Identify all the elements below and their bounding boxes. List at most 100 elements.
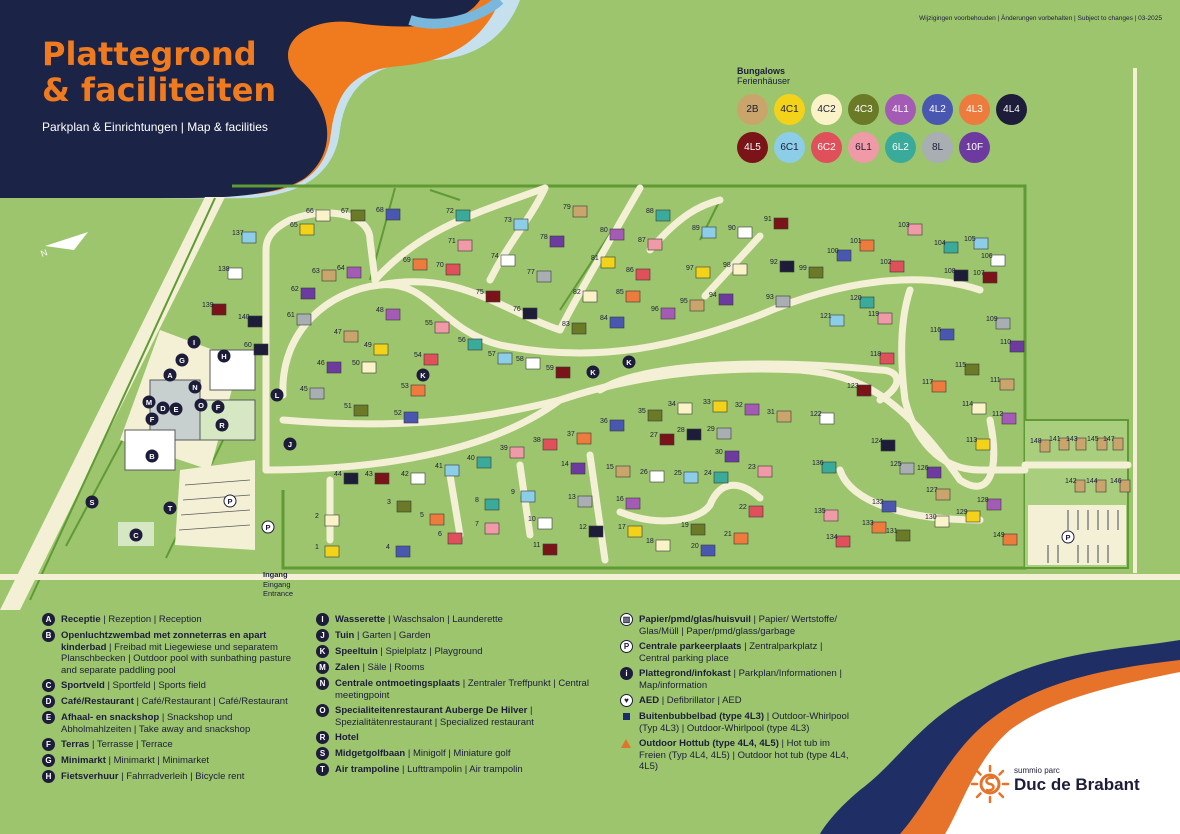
bungalow-house <box>577 495 593 508</box>
bungalow-number: 14 <box>561 461 569 468</box>
bungalow-house <box>309 387 325 400</box>
bungalow-house <box>647 409 663 422</box>
legend-badge-icon: F <box>42 738 55 751</box>
bungalow-number: 25 <box>674 470 682 477</box>
bungalow-number: 68 <box>376 207 384 214</box>
bungalow-house <box>445 263 461 276</box>
bungalow-house <box>773 217 789 230</box>
bungalow-number: 121 <box>820 313 832 320</box>
bungalow-house <box>373 343 389 356</box>
facility-marker <box>175 353 189 367</box>
legend-text-rest: | Hot tub im Freien (Typ 4L4, 4L5) | Out… <box>639 738 849 772</box>
north-arrow-icon: N <box>39 232 88 259</box>
bungalow-number: 6 <box>438 531 442 538</box>
entrance-label: Ingang Eingang Entrance <box>263 570 293 599</box>
legend-badge-icon: K <box>316 645 329 658</box>
legend-text-rest: | Zentralparkplatz | Central parking pla… <box>639 641 823 664</box>
legend-text: Afhaal- en snackshop | Snackshop und Abh… <box>61 712 304 735</box>
facility-marker-letter: M <box>146 398 152 407</box>
legend-text-bold: Outdoor Hottub (type 4L4, 4L5) <box>639 738 779 749</box>
bungalow-house <box>877 312 893 325</box>
bungalow-house <box>1009 340 1025 353</box>
legend-text: Plattegrond/infokast | Parkplan/Informat… <box>639 668 852 691</box>
bungalow-number: 106 <box>981 253 993 260</box>
bungalow-house <box>571 322 587 335</box>
bungalow-number: 59 <box>546 365 554 372</box>
bungalow-house <box>748 505 764 518</box>
bungalow-number: 37 <box>567 431 575 438</box>
bungalow-house <box>625 290 641 303</box>
legend-text-rest: | Parkplan/Informationen | Map/informati… <box>639 668 842 691</box>
bungalow-number: 84 <box>600 315 608 322</box>
bungalow-number: 61 <box>287 312 295 319</box>
legend-text: Zalen | Säle | Rooms <box>335 662 424 674</box>
legend-text-rest: | Zentraler Treffpunkt | Central meeting… <box>335 678 589 701</box>
bungalow-house <box>683 471 699 484</box>
facility-marker-letter: K <box>590 368 596 377</box>
bungalow-house <box>718 293 734 306</box>
bungalow-number: 18 <box>646 538 654 545</box>
facility-marker <box>283 437 297 451</box>
legend-column-3: ▥Papier/pmd/glas/huisvuil | Papier/ Wert… <box>620 613 852 777</box>
bungalow-type-2b: 2B <box>737 94 768 125</box>
facility-marker-letter: D <box>160 404 166 413</box>
bungalow-number: 3 <box>387 499 391 506</box>
bungalow-number: 78 <box>540 234 548 241</box>
bungalow-type-4l3: 4L3 <box>959 94 990 125</box>
bungalow-house <box>939 328 955 341</box>
bungalow-house <box>712 400 728 413</box>
legend-badge-icon: P <box>620 640 633 653</box>
bungalow-number: 144 <box>1086 478 1098 485</box>
bungalow-house <box>582 290 598 303</box>
bungalow-house <box>353 404 369 417</box>
bungalow-number: 134 <box>826 534 838 541</box>
bungalow-house <box>744 403 760 416</box>
bungalow-house <box>713 471 729 484</box>
bungalow-house <box>953 269 969 282</box>
bungalow-house <box>350 209 366 222</box>
bungalow-house <box>635 268 651 281</box>
bungalow-number: 136 <box>812 460 824 467</box>
bungalow-house <box>410 472 426 485</box>
bungalow-house <box>649 470 665 483</box>
bungalow-house <box>1075 437 1087 451</box>
legend-badge-icon: G <box>42 754 55 767</box>
legend-text-rest: | Garten | Garden <box>354 630 431 641</box>
legend-item: Buitenbubbelbad (type 4L3) | Outdoor-Whi… <box>620 711 852 734</box>
bungalow-number: 97 <box>686 265 694 272</box>
facility-marker <box>1061 530 1075 544</box>
bungalow-number: 119 <box>868 311 880 318</box>
bungalow-house <box>971 402 987 415</box>
bungalow-number: 26 <box>640 469 648 476</box>
disclaimer: Wijzigingen voorbehouden | Änderungen vo… <box>919 15 1162 22</box>
bungalow-number: 48 <box>376 307 384 314</box>
bungalow-number: 58 <box>516 356 524 363</box>
facility-marker <box>188 380 202 394</box>
bungalow-house <box>1119 479 1131 493</box>
bungalow-number: 32 <box>735 402 743 409</box>
bungalow-number: 34 <box>668 401 676 408</box>
bungalow-type-4l1: 4L1 <box>885 94 916 125</box>
bungalow-house <box>227 267 243 280</box>
bungalow-number: 13 <box>568 494 576 501</box>
legend-text: Openluchtzwembad met zonneterras en apar… <box>61 630 304 676</box>
brand-name: Duc de Brabant <box>1014 775 1140 794</box>
bungalow-number: 64 <box>337 265 345 272</box>
bungalow-number: 62 <box>291 286 299 293</box>
bungalow-house <box>982 271 998 284</box>
legend-text-bold: Plattegrond/infokast <box>639 668 731 679</box>
bungalow-number: 43 <box>365 471 373 478</box>
brand-tagline: summio parc <box>1014 766 1060 775</box>
bungalow-houses <box>211 205 1131 558</box>
bungalow-house <box>346 266 362 279</box>
bungalow-house <box>395 545 411 558</box>
bungalow-number: 90 <box>728 225 736 232</box>
legend-badge-icon: A <box>42 613 55 626</box>
legend-badge-icon: E <box>42 711 55 724</box>
legend-text: Minimarkt | Minimarkt | Minimarket <box>61 755 209 767</box>
legend-text: Wasserette | Waschsalon | Launderette <box>335 614 503 626</box>
